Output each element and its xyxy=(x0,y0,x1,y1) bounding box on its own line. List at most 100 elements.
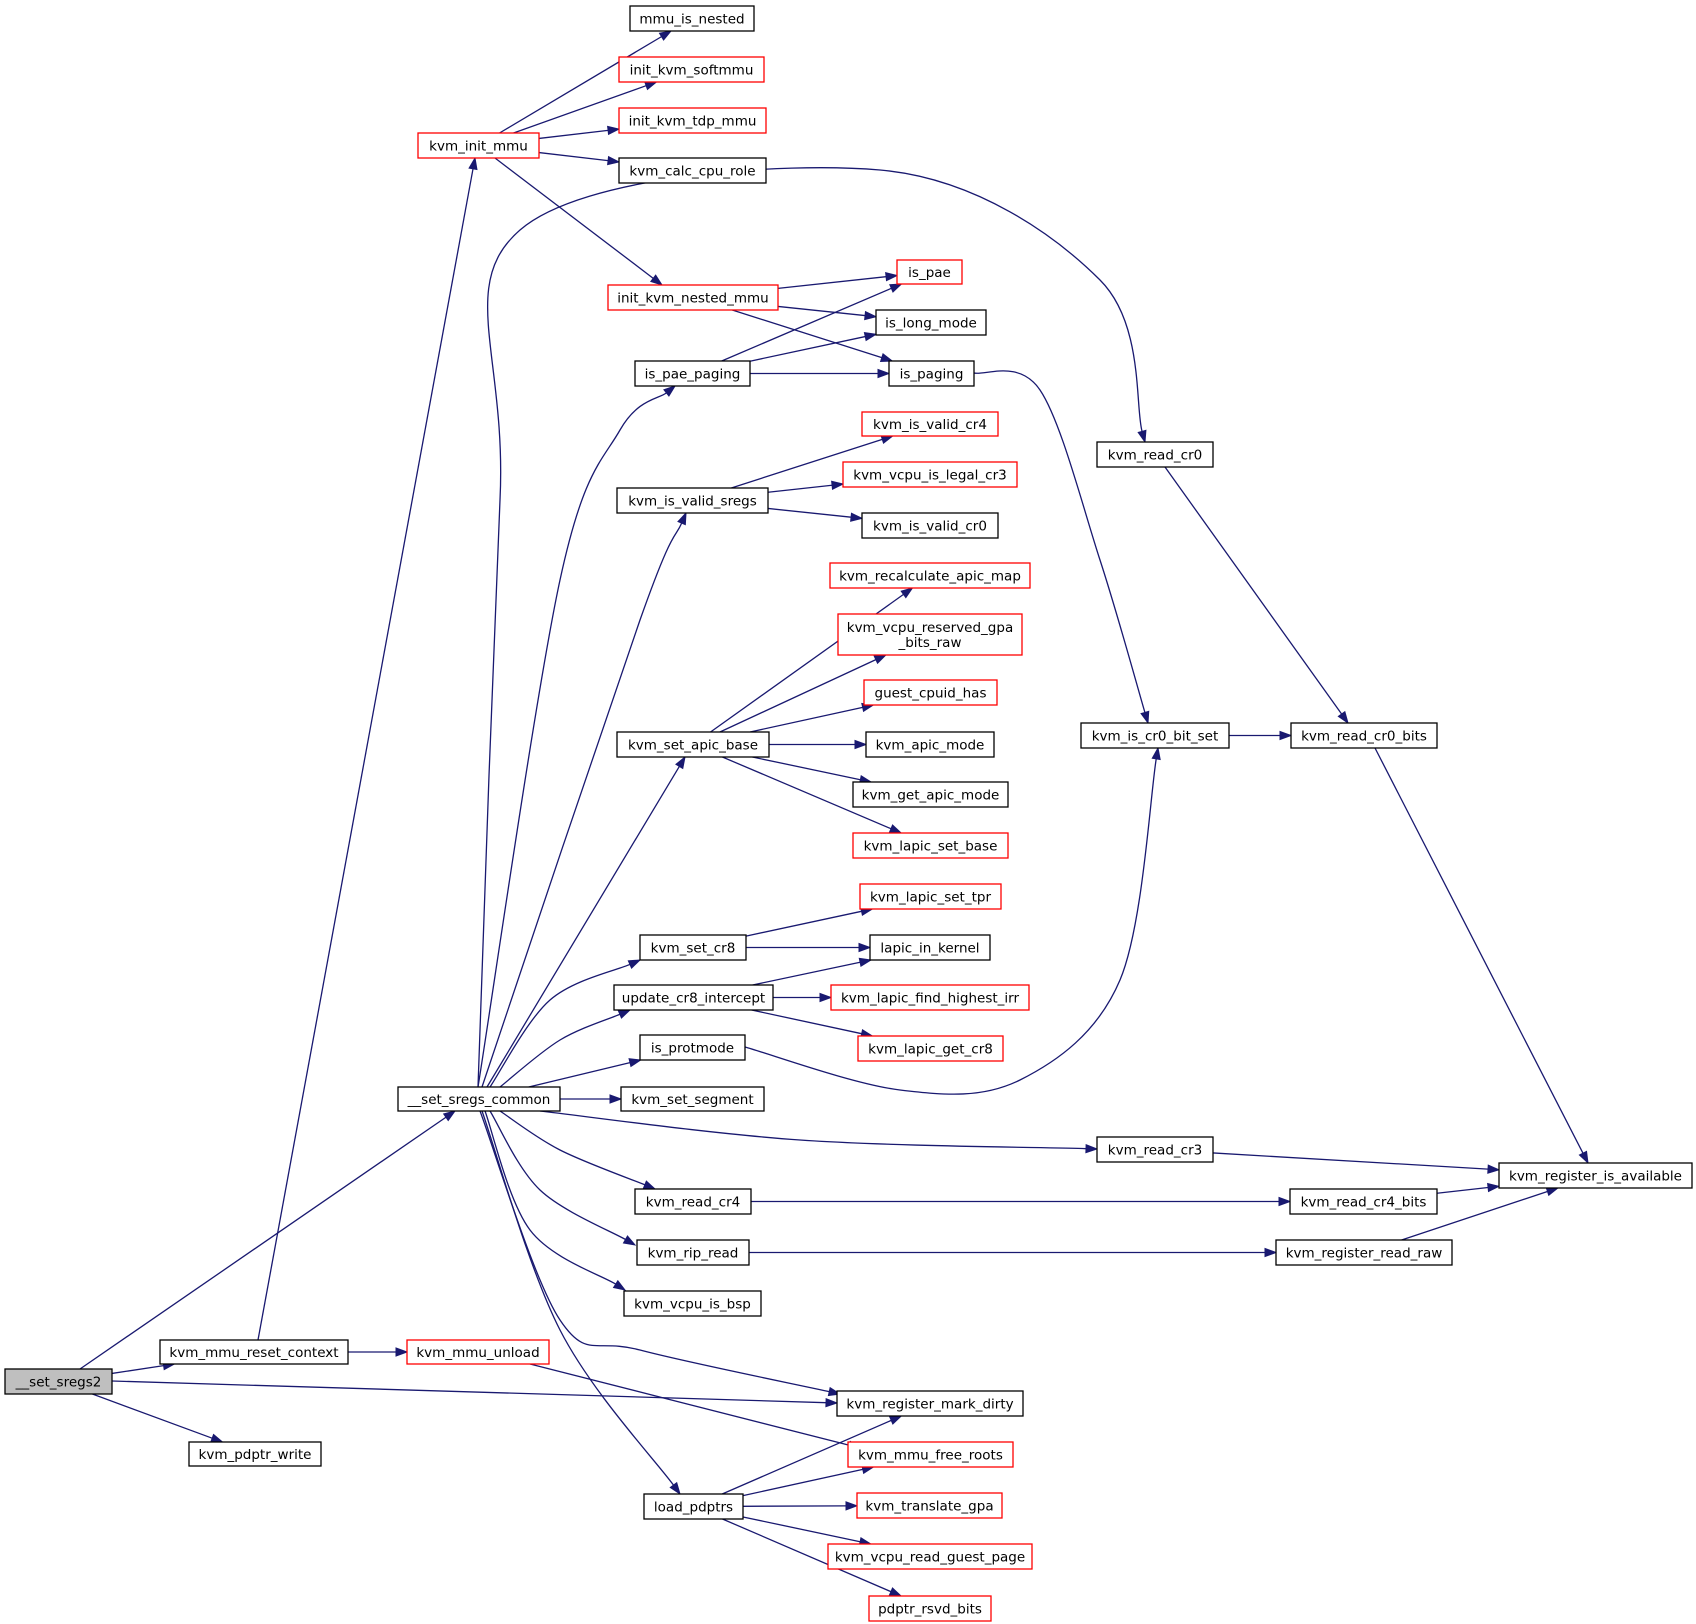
node-sregs-common[interactable]: __set_sregs_common xyxy=(397,1086,561,1112)
node-box[interactable] xyxy=(616,487,769,514)
node-box[interactable] xyxy=(1498,1162,1693,1189)
node-box[interactable] xyxy=(636,1239,750,1266)
node-read-cr4-bits[interactable]: kvm_read_cr4_bits xyxy=(1289,1188,1438,1215)
node-is-protmode[interactable]: is_protmode xyxy=(639,1034,746,1061)
node-vcpu-is-bsp[interactable]: kvm_vcpu_is_bsp xyxy=(623,1290,762,1317)
node-is-long-mode[interactable]: is_long_mode xyxy=(875,309,987,336)
node-box[interactable] xyxy=(623,1290,762,1317)
node-box[interactable] xyxy=(837,613,1023,656)
node-box[interactable] xyxy=(618,157,767,184)
node-box[interactable] xyxy=(613,984,774,1011)
node-box[interactable] xyxy=(830,984,1030,1011)
node-is-pae[interactable]: is_pae xyxy=(896,259,963,285)
node-box[interactable] xyxy=(865,731,995,758)
node-box[interactable] xyxy=(1289,1188,1438,1215)
node-calc-cpu-role[interactable]: kvm_calc_cpu_role xyxy=(618,157,767,184)
node-guest-cpuid[interactable]: guest_cpuid_has xyxy=(863,679,998,706)
node-lapic-in-kernel[interactable]: lapic_in_kernel xyxy=(869,934,991,961)
node-box[interactable] xyxy=(875,309,987,336)
node-box[interactable] xyxy=(859,883,1002,910)
node-apic-mode[interactable]: kvm_apic_mode xyxy=(865,731,995,758)
node-set-cr8[interactable]: kvm_set_cr8 xyxy=(639,934,747,961)
node-box[interactable] xyxy=(634,1188,752,1215)
node-valid-cr0[interactable]: kvm_is_valid_cr0 xyxy=(861,512,999,539)
node-mmu-is-nested[interactable]: mmu_is_nested xyxy=(629,5,755,32)
node-box[interactable] xyxy=(639,934,747,961)
node-highest-irr[interactable]: kvm_lapic_find_highest_irr xyxy=(830,984,1030,1011)
node-set-sregs2[interactable]: __set_sregs2 xyxy=(4,1368,113,1395)
node-box[interactable] xyxy=(842,461,1018,488)
node-box[interactable] xyxy=(861,512,999,539)
node-update-cr8[interactable]: update_cr8_intercept xyxy=(613,984,774,1011)
node-get-apic-mode[interactable]: kvm_get_apic_mode xyxy=(852,781,1009,808)
node-box[interactable] xyxy=(863,679,998,706)
node-lapic-set-tpr[interactable]: kvm_lapic_set_tpr xyxy=(859,883,1002,910)
node-box[interactable] xyxy=(852,781,1009,808)
node-is-pae-paging[interactable]: is_pae_paging xyxy=(634,360,751,387)
node-box[interactable] xyxy=(1096,441,1214,468)
node-init-mmu[interactable]: kvm_init_mmu xyxy=(417,132,540,159)
node-box[interactable] xyxy=(829,562,1031,589)
node-box[interactable] xyxy=(1275,1239,1453,1266)
node-legal-cr3[interactable]: kvm_vcpu_is_legal_cr3 xyxy=(842,461,1018,488)
node-box[interactable] xyxy=(868,1595,992,1622)
node-box[interactable] xyxy=(639,1034,746,1061)
node-box[interactable] xyxy=(159,1339,349,1365)
node-box[interactable] xyxy=(629,5,755,32)
node-box[interactable] xyxy=(856,1492,1003,1519)
node-rip-read[interactable]: kvm_rip_read xyxy=(636,1239,750,1266)
node-is-paging[interactable]: is_paging xyxy=(888,360,975,387)
node-load-pdptrs[interactable]: load_pdptrs xyxy=(643,1493,744,1520)
node-box[interactable] xyxy=(836,1390,1024,1417)
node-box[interactable] xyxy=(616,731,770,758)
node-box[interactable] xyxy=(847,1441,1014,1468)
node-box[interactable] xyxy=(4,1368,113,1395)
node-free-roots[interactable]: kvm_mmu_free_roots xyxy=(847,1441,1014,1468)
node-box[interactable] xyxy=(1096,1136,1214,1163)
node-read-cr0-bits[interactable]: kvm_read_cr0_bits xyxy=(1290,722,1438,749)
node-box[interactable] xyxy=(607,284,779,311)
node-box[interactable] xyxy=(1080,722,1230,749)
node-valid-sregs[interactable]: kvm_is_valid_sregs xyxy=(616,487,769,514)
node-box[interactable] xyxy=(634,360,751,387)
node-cr0-bit-set[interactable]: kvm_is_cr0_bit_set xyxy=(1080,722,1230,749)
node-mmu-unload[interactable]: kvm_mmu_unload xyxy=(406,1339,550,1365)
node-box[interactable] xyxy=(888,360,975,387)
node-box[interactable] xyxy=(620,1086,765,1112)
node-box[interactable] xyxy=(406,1339,550,1365)
node-box[interactable] xyxy=(827,1543,1033,1570)
node-box[interactable] xyxy=(618,107,767,134)
node-box[interactable] xyxy=(643,1493,744,1520)
node-mark-dirty[interactable]: kvm_register_mark_dirty xyxy=(836,1390,1024,1417)
node-read-cr4[interactable]: kvm_read_cr4 xyxy=(634,1188,752,1215)
node-recalc-apic[interactable]: kvm_recalculate_apic_map xyxy=(829,562,1031,589)
node-box[interactable] xyxy=(417,132,540,159)
node-pdptr-write[interactable]: kvm_pdptr_write xyxy=(188,1441,322,1467)
node-mmu-reset[interactable]: kvm_mmu_reset_context xyxy=(159,1339,349,1365)
node-box[interactable] xyxy=(852,832,1009,859)
node-box[interactable] xyxy=(1290,722,1438,749)
node-init-nested[interactable]: init_kvm_nested_mmu xyxy=(607,284,779,311)
node-pdptr-rsvd[interactable]: pdptr_rsvd_bits xyxy=(868,1595,992,1622)
node-valid-cr4[interactable]: kvm_is_valid_cr4 xyxy=(861,411,999,437)
node-read-guest-page[interactable]: kvm_vcpu_read_guest_page xyxy=(827,1543,1033,1570)
node-box[interactable] xyxy=(857,1035,1004,1062)
node-box[interactable] xyxy=(188,1441,322,1467)
node-read-raw[interactable]: kvm_register_read_raw xyxy=(1275,1239,1453,1266)
node-reserved-gpa[interactable]: kvm_vcpu_reserved_gpa_bits_raw xyxy=(837,613,1023,656)
node-read-cr0[interactable]: kvm_read_cr0 xyxy=(1096,441,1214,468)
node-set-apic-base[interactable]: kvm_set_apic_base xyxy=(616,731,770,758)
node-init-tdp[interactable]: init_kvm_tdp_mmu xyxy=(618,107,767,134)
node-lapic-get-cr8[interactable]: kvm_lapic_get_cr8 xyxy=(857,1035,1004,1062)
node-translate-gpa[interactable]: kvm_translate_gpa xyxy=(856,1492,1003,1519)
node-reg-available[interactable]: kvm_register_is_available xyxy=(1498,1162,1693,1189)
node-box[interactable] xyxy=(861,411,999,437)
node-box[interactable] xyxy=(397,1086,561,1112)
node-set-segment[interactable]: kvm_set_segment xyxy=(620,1086,765,1112)
node-init-softmmu[interactable]: init_kvm_softmmu xyxy=(618,56,765,83)
node-box[interactable] xyxy=(869,934,991,961)
node-box[interactable] xyxy=(896,259,963,285)
node-lapic-set-base[interactable]: kvm_lapic_set_base xyxy=(852,832,1009,859)
node-box[interactable] xyxy=(618,56,765,83)
node-read-cr3[interactable]: kvm_read_cr3 xyxy=(1096,1136,1214,1163)
